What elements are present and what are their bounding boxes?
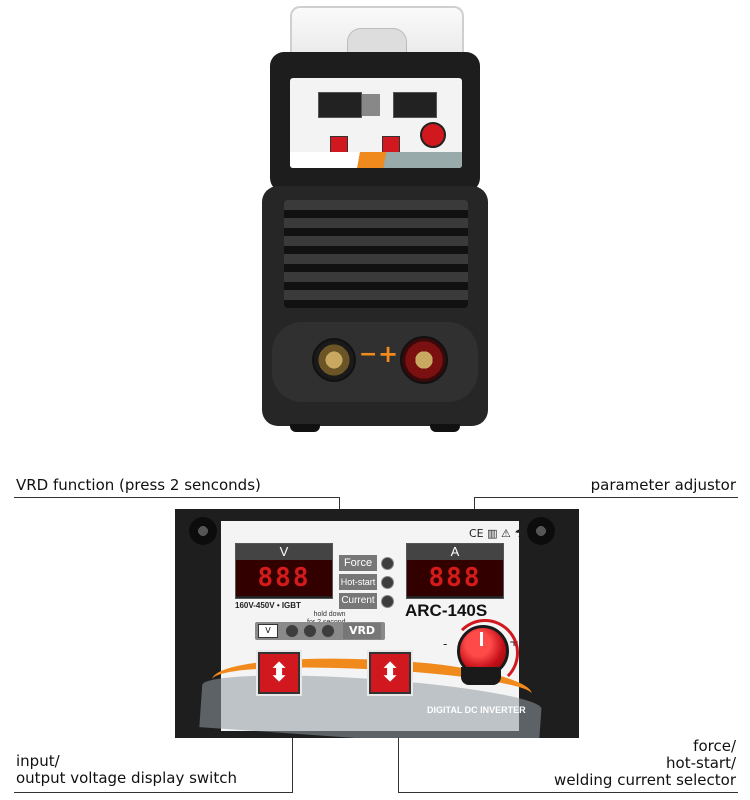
ammeter-digits: 888	[407, 560, 503, 596]
input-leader-v	[292, 685, 293, 793]
voltage-mode-icon: V	[258, 624, 278, 638]
positive-terminal	[400, 336, 448, 384]
display-switch-button[interactable]: ⬍	[258, 652, 300, 694]
current-led	[381, 595, 394, 608]
vent-grille	[284, 200, 468, 308]
terminal-minus: −	[359, 342, 378, 367]
selector-leader-h	[398, 792, 738, 793]
selector-current-label: Current	[339, 593, 377, 609]
knob-minus-label: -	[443, 637, 448, 651]
hotstart-led	[381, 576, 394, 589]
vrd-led-2	[303, 624, 317, 638]
callout-selector: force/ hot-start/ welding current select…	[554, 737, 736, 789]
ammeter-label: A	[407, 544, 503, 560]
param-leader-h	[474, 497, 738, 498]
vrd-indicator-strip: V VRD	[255, 622, 385, 640]
mini-knob[interactable]	[420, 122, 446, 148]
front-panel: CE ▥ ⚠ ☂ V 888 160V-450V • IGBT hold dow…	[199, 521, 543, 738]
mini-ammeter	[393, 92, 437, 118]
vrd-led-1	[285, 624, 299, 638]
callout-input-output-switch: input/ output voltage display switch	[16, 752, 237, 787]
vrd-leader-h	[14, 497, 340, 498]
callout-vrd-function: VRD function (press 2 senconds)	[16, 476, 261, 494]
selector-leader-v	[398, 688, 399, 792]
model-name: ARC-140S	[405, 601, 488, 620]
mini-voltmeter	[318, 92, 362, 118]
knob-rotation-arrow-icon	[451, 619, 519, 687]
terminal-plus: +	[378, 340, 399, 368]
screw-right	[527, 517, 555, 545]
voltage-range-text: 160V-450V • IGBT	[235, 601, 301, 610]
voltmeter-display: V 888	[235, 543, 333, 599]
zoomed-panel-frame: CE ▥ ⚠ ☂ V 888 160V-450V • IGBT hold dow…	[175, 509, 579, 738]
callout-parameter-adjustor: parameter adjustor	[590, 476, 736, 494]
voltmeter-label: V	[236, 544, 332, 560]
selector-button[interactable]: ⬍	[369, 652, 411, 694]
screw-left	[189, 517, 217, 545]
force-led	[381, 557, 394, 570]
digital-dc-inverter-text: DIGITAL DC INVERTER	[427, 705, 526, 715]
welder-machine: − +	[262, 0, 488, 435]
vrd-label: VRD	[343, 623, 381, 639]
terminal-plate: − +	[272, 322, 478, 402]
selector-force-label: Force	[339, 555, 377, 571]
certification-marks: CE ▥ ⚠ ☂	[469, 527, 525, 540]
ammeter-display: A 888	[406, 543, 504, 599]
input-leader-h	[14, 792, 293, 793]
vrd-led-3	[321, 624, 335, 638]
negative-terminal	[312, 338, 356, 382]
selector-hotstart-label: Hot-start	[339, 574, 377, 590]
mini-front-panel	[290, 78, 462, 168]
voltmeter-digits: 888	[236, 560, 332, 596]
